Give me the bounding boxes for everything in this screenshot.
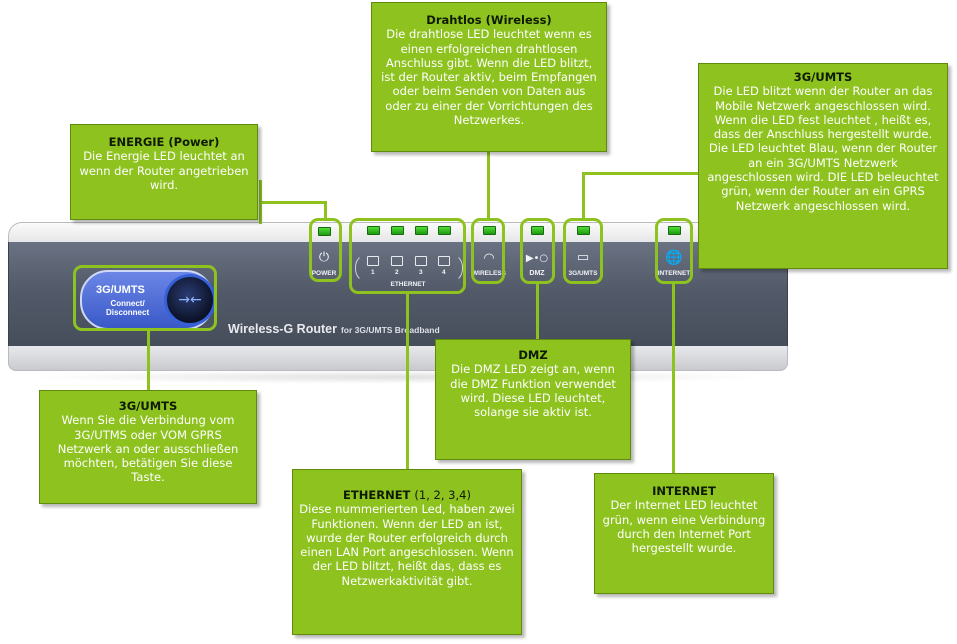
model-subtitle: for 3G/UMTS Broadband xyxy=(340,325,440,335)
callout-wireless-title: Drahtlos (Wireless) xyxy=(426,13,552,27)
callout-dmz-title: DMZ xyxy=(518,348,548,362)
callout-dmz-text: Die DMZ LED zeigt an, wenn die DMZ Funkt… xyxy=(450,362,616,420)
button-subtitle: Connect/ Disconnect xyxy=(106,299,150,317)
connector-ethernet xyxy=(406,292,409,470)
internet-led xyxy=(668,226,681,235)
callout-internet: INTERNET Der Internet LED leuchtet grün,… xyxy=(594,473,774,594)
callout-power-text: Die Energie LED leuchtet an wenn der Rou… xyxy=(79,149,249,192)
ethernet-led-1 xyxy=(367,226,380,235)
connector-umts-h xyxy=(582,172,700,175)
callout-power-title: ENERGIE (Power) xyxy=(108,135,220,149)
port-1-icon xyxy=(367,256,379,266)
connector-button xyxy=(147,329,150,391)
power-led xyxy=(318,227,331,236)
callout-ethernet: ETHERNET (1, 2, 3,4) Diese nummerierten … xyxy=(292,469,522,635)
highlight-internet xyxy=(655,218,693,284)
callout-power: ENERGIE (Power) Die Energie LED leuchtet… xyxy=(70,124,258,220)
callout-ethernet-text: Diese nummerierten Led, haben zwei Funkt… xyxy=(299,502,515,588)
router-shadow xyxy=(24,370,772,384)
dmz-icon: ▶•○ xyxy=(525,253,549,264)
callout-umts-button-text: Wenn Sie die Verbindung vom 3G/UTMS oder… xyxy=(57,413,239,485)
highlight-wireless xyxy=(471,218,505,284)
callout-umts-led-title: 3G/UMTS xyxy=(793,70,853,84)
highlight-button xyxy=(73,265,217,331)
power-icon: ⏻ xyxy=(318,250,330,265)
highlight-umts xyxy=(563,218,603,284)
callout-umts-button-title: 3G/UMTS xyxy=(118,399,178,413)
port-number: 3 xyxy=(419,269,423,276)
power-label: POWER xyxy=(311,270,337,277)
port-number: 4 xyxy=(442,269,446,276)
connector-power-h xyxy=(259,201,326,204)
internet-label: INTERNET xyxy=(657,270,691,277)
callout-wireless-text: Die drahtlose LED leuchtet wenn es einen… xyxy=(381,27,597,128)
port-number: 2 xyxy=(395,269,399,276)
callout-ethernet-title: ETHERNET (1, 2, 3,4) xyxy=(299,488,515,502)
callout-internet-text: Der Internet LED leuchtet grün, wenn ein… xyxy=(602,498,766,556)
connector-power-v2 xyxy=(324,201,327,220)
wireless-led xyxy=(483,226,496,235)
dmz-label: DMZ xyxy=(529,270,545,277)
callout-umts-led: 3G/UMTS Die LED blitzt wenn der Router a… xyxy=(698,63,948,269)
highlight-power xyxy=(309,218,342,282)
model-name: Wireless-G Router xyxy=(228,322,337,336)
port-2-icon xyxy=(391,256,403,266)
connector-internet xyxy=(672,282,675,474)
dmz-led xyxy=(531,226,544,235)
wifi-icon: ◠ xyxy=(483,251,495,266)
connector-dmz xyxy=(536,282,539,340)
ethernet-led-2 xyxy=(391,226,404,235)
callout-ethernet-title-range: (1, 2, 3,4) xyxy=(414,488,471,502)
port-4-icon xyxy=(438,256,450,266)
wireless-label: WIRELESS xyxy=(472,270,506,277)
ethernet-led-4 xyxy=(438,226,451,235)
port-3-icon xyxy=(415,256,427,266)
umts-led xyxy=(577,226,590,235)
ethernet-led-3 xyxy=(415,226,428,235)
port-number: 1 xyxy=(371,269,375,276)
highlight-dmz xyxy=(520,218,555,284)
connector-umts-v xyxy=(582,172,585,220)
ethernet-label: ETHERNET xyxy=(390,281,426,288)
router-base xyxy=(8,346,788,371)
connector-wireless xyxy=(487,152,490,220)
umts-icon: ▭ xyxy=(576,250,590,265)
umts-label: 3G/UMTS xyxy=(568,270,598,277)
highlight-ethernet xyxy=(349,218,466,294)
callout-umts-led-text: Die LED blitzt wenn der Router an das Mo… xyxy=(707,84,939,213)
callout-dmz: DMZ Die DMZ LED zeigt an, wenn die DMZ F… xyxy=(435,339,631,460)
callout-ethernet-title-text: ETHERNET xyxy=(343,488,411,502)
ethernet-bracket xyxy=(355,253,463,283)
callout-internet-title: INTERNET xyxy=(652,484,716,498)
button-title: 3G/UMTS xyxy=(96,284,145,296)
callout-wireless: Drahtlos (Wireless) Die drahtlose LED le… xyxy=(371,2,607,152)
callout-umts-button: 3G/UMTS Wenn Sie die Verbindung vom 3G/U… xyxy=(39,390,257,504)
globe-icon: 🌐 xyxy=(665,250,683,266)
